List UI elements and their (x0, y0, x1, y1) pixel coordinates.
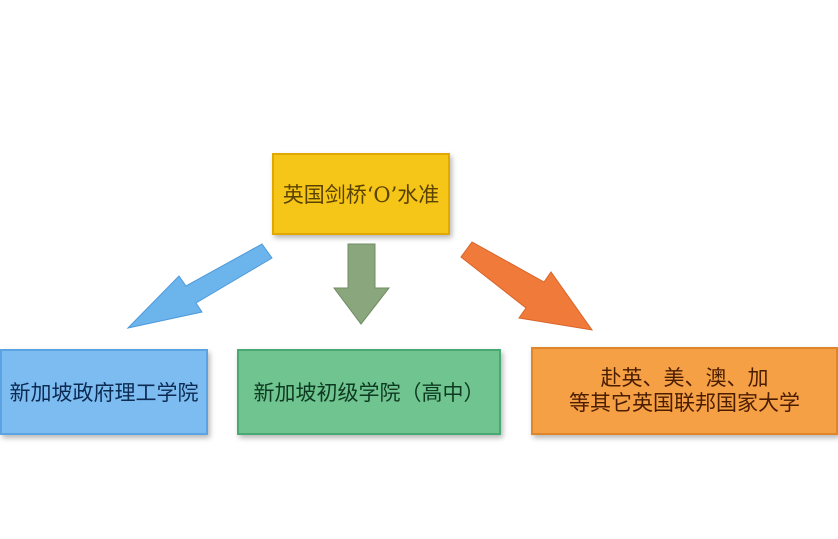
right-node-overseas-universities: 赴英、美、澳、加 等其它英国联邦国家大学 (531, 347, 838, 435)
middle-node-label: 新加坡初级学院（高中） (253, 381, 485, 405)
right-node-label-line1: 赴英、美、澳、加 (600, 365, 769, 390)
middle-node-junior-college: 新加坡初级学院（高中） (237, 349, 501, 435)
left-node-polytechnic: 新加坡政府理工学院 (0, 349, 208, 435)
top-node-label: 英国剑桥‘O’水准 (282, 183, 440, 207)
arrow-to-left-box (126, 243, 273, 329)
right-node-label-line2: 等其它英国联邦国家大学 (569, 391, 800, 415)
top-node-cambridge-o-level: 英国剑桥‘O’水准 (272, 153, 450, 235)
arrow-to-middle-box (333, 243, 391, 325)
arrow-to-right-box (460, 241, 594, 331)
left-node-label: 新加坡政府理工学院 (9, 381, 199, 405)
